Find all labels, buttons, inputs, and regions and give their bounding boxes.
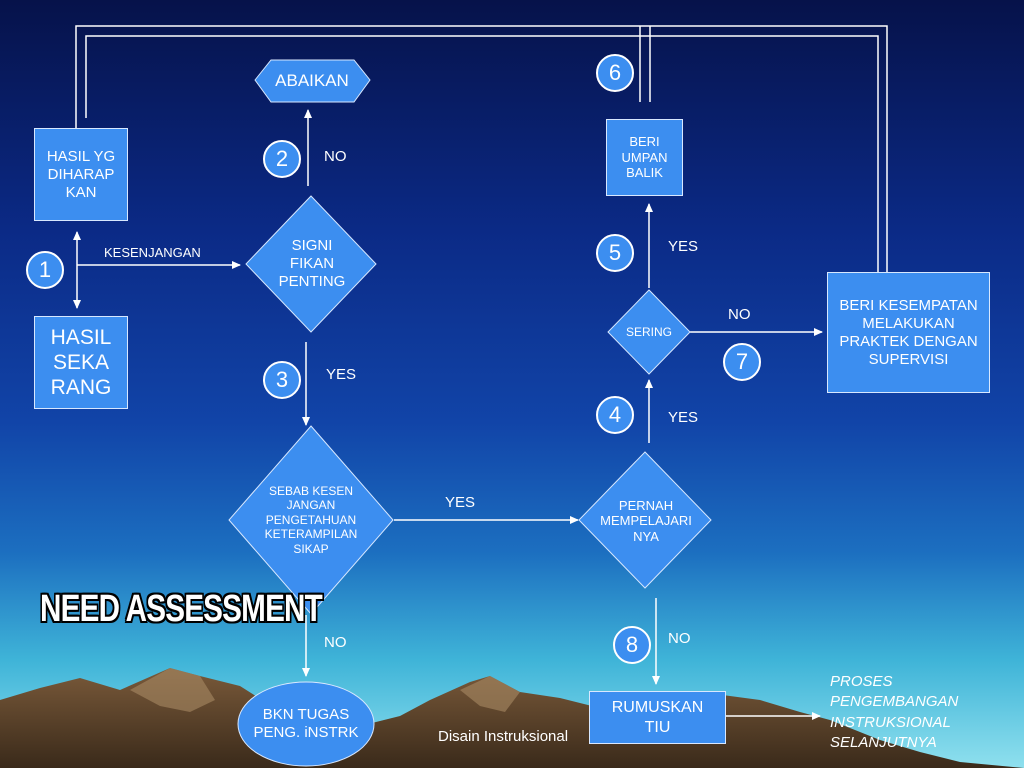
abaikan-hexagon: [254, 59, 371, 103]
sering-diamond: [607, 289, 691, 375]
rumuskan-tiu-box: RUMUSKAN TIU: [589, 691, 726, 744]
footer-label: Disain Instruksional: [438, 728, 569, 745]
kesenjangan-label: KESENJANGAN: [104, 245, 201, 260]
step-6-badge: 6: [596, 54, 634, 92]
bkn-tugas-ellipse: [237, 681, 375, 767]
no-bkn-label: NO: [324, 634, 347, 651]
abaikan-label: ABAIKAN: [275, 70, 349, 90]
hasil-sekarang-label: HASIL SEKA RANG: [50, 325, 112, 400]
beri-kesempatan-box: BERI KESEMPATAN MELAKUKAN PRAKTEK DENGAN…: [827, 272, 990, 393]
hasil-sekarang-box: HASIL SEKA RANG: [34, 316, 128, 409]
yes-pernah-label: YES: [445, 494, 476, 511]
no-kesempatan-label: NO: [728, 306, 751, 323]
no-rumuskan-label: NO: [668, 630, 691, 647]
sering-label: SERING: [625, 324, 672, 339]
beri-umpan-label: BERI UMPAN BALIK: [621, 134, 668, 181]
rumuskan-label: RUMUSKAN TIU: [611, 699, 704, 736]
next-step-line: PROSES: [830, 673, 893, 690]
step-5-badge: 5: [596, 234, 634, 272]
bkn-tugas-label: BKN TUGAS PENG. iNSTRK: [253, 706, 359, 741]
step-3-badge: 3: [263, 361, 301, 399]
next-step-line: SELANJUTNYA: [830, 733, 937, 751]
beri-umpan-balik-box: BERI UMPAN BALIK: [606, 119, 683, 196]
next-step-line: INSTRUKSIONAL: [830, 713, 951, 731]
beri-kesempatan-label: BERI KESEMPATAN MELAKUKAN PRAKTEK DENGAN…: [839, 296, 978, 368]
sebab-diamond: [228, 425, 394, 615]
signifikan-label: SIGNI FIKAN PENTING: [278, 237, 346, 290]
step-8-badge: 8: [613, 626, 651, 664]
no-abaikan-label: NO: [324, 148, 347, 165]
step-1-badge: 1: [26, 251, 64, 289]
next-step-text: PROSES PENGEMBANGAN INSTRUKSIONAL SELANJ…: [830, 672, 958, 753]
pernah-diamond: [578, 451, 712, 589]
step-7-badge: 7: [723, 343, 761, 381]
hasil-yg-diharapkan-box: HASIL YG DIHARAP KAN: [34, 128, 128, 221]
step-4-badge: 4: [596, 396, 634, 434]
signifikan-diamond: [245, 195, 377, 333]
next-step-line: PENGEMBANGAN: [830, 693, 959, 711]
yes-umpan-label: YES: [668, 238, 699, 255]
pernah-label: PERNAH MEMPELAJARI NYA: [600, 497, 692, 544]
sebab-label: SEBAB KESEN JANGAN PENGETAHUAN KETERAMPI…: [264, 484, 358, 556]
step-2-badge: 2: [263, 140, 301, 178]
yes-sebab-label: YES: [326, 366, 357, 383]
slide-title: NEED ASSESSMENT: [40, 588, 323, 630]
hasil-yg-label: HASIL YG DIHARAP KAN: [46, 147, 116, 201]
yes-sering-label: YES: [668, 409, 699, 426]
